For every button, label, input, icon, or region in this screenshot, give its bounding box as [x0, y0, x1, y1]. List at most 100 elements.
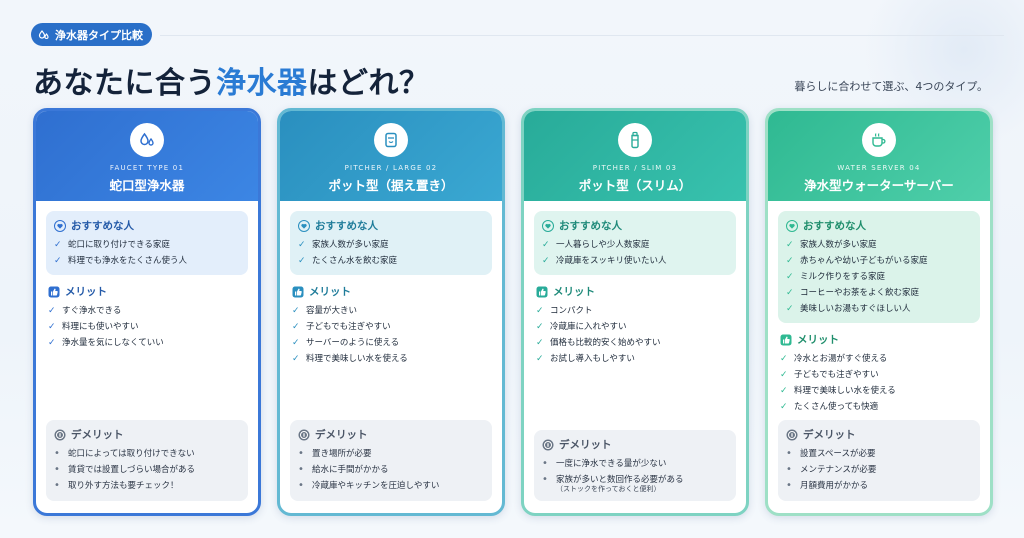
warning-icon: [54, 429, 66, 441]
check-icon: ✓: [292, 322, 300, 332]
item-text: 家族人数が多い家庭: [312, 240, 389, 250]
check-icon: ✓: [54, 240, 62, 250]
item-text: たくさん水を飲む家庭: [312, 256, 398, 266]
item-text: 置き場所が必要: [312, 449, 372, 459]
type-card: WATER SERVER 04 浄水型ウォーターサーバー おすすめな人 ✓家族人…: [765, 108, 993, 516]
recommended-section: おすすめな人 ✓ 蛇口に取り付けできる家庭 ✓ 料理でも浄水をたくさん使う人: [46, 211, 248, 275]
check-icon: ✓: [786, 240, 794, 250]
water-drops-icon: [130, 123, 164, 157]
bullet-icon: •: [298, 448, 304, 459]
list-item: ✓美味しいお湯もすぐほしい人: [786, 301, 972, 317]
section-label: メリット: [553, 286, 595, 298]
item-text: 賃貸では設置しづらい場合がある: [68, 465, 195, 475]
card-header: PITCHER / LARGE 02 ポット型（据え置き）: [280, 111, 502, 201]
bullet-icon: •: [54, 448, 60, 459]
item-text: 子どもでも注ぎやすい: [794, 370, 879, 380]
list-item: ✓ 料理でも浄水をたくさん使う人: [54, 253, 240, 269]
heart-icon: [542, 219, 554, 232]
list-item: ✓ 冷蔵庫をスッキリ使いたい人: [542, 253, 728, 269]
section-title: おすすめな人: [542, 218, 728, 233]
item-text: 蛇口に取り付けできる家庭: [68, 240, 170, 250]
demerit-note: （ストックを作っておくと便利）: [556, 485, 661, 493]
item-text: 一人暮らしや少人数家庭: [556, 240, 650, 250]
merit-section: メリット ✓コンパクト✓冷蔵庫に入れやすい✓価格も比較的安く始めやすい✓お試し導…: [536, 284, 736, 367]
list-item: ✓ 蛇口に取り付けできる家庭: [54, 237, 240, 253]
item-text: 浄水量を気にしなくていい: [62, 338, 164, 348]
list-item: ✓ 一人暮らしや少人数家庭: [542, 237, 728, 253]
list-item: • 取り外す方法も要チェック！: [54, 478, 240, 494]
bullet-icon: •: [542, 458, 548, 469]
check-icon: ✓: [54, 256, 62, 266]
item-text: たくさん使っても快適: [794, 402, 879, 412]
check-icon: ✓: [780, 386, 788, 396]
check-icon: ✓: [48, 338, 56, 348]
title-prefix: あなたに合う: [33, 66, 216, 101]
thumbs-up-icon: [536, 286, 548, 298]
list-item: ✓ 浄水量を気にしなくていい: [48, 335, 248, 351]
item-text: 冷蔵庫をスッキリ使いたい人: [556, 256, 667, 266]
type-card: PITCHER / LARGE 02 ポット型（据え置き） おすすめな人 ✓家族…: [277, 108, 505, 516]
check-icon: ✓: [542, 256, 550, 266]
title-highlight: 浄水器: [216, 66, 308, 101]
type-code: PITCHER / SLIM 03: [592, 164, 678, 172]
list-item: ✓容量が大きい: [292, 303, 492, 319]
check-icon: ✓: [786, 288, 794, 298]
item-text: 料理にも使いやすい: [62, 322, 139, 332]
list-item: ✓冷水とお湯がすぐ使える: [780, 351, 980, 367]
category-badge: 浄水器タイプ比較: [31, 23, 152, 46]
section-label: デメリット: [71, 429, 124, 441]
list-item: ✓コンパクト: [536, 303, 736, 319]
list-item: ✓料理で美味しい水を使える: [780, 383, 980, 399]
list-item: ✓家族人数が多い家庭: [786, 237, 972, 253]
section-label: メリット: [65, 286, 107, 298]
section-title: メリット: [292, 284, 492, 299]
list-item: ✓冷蔵庫に入れやすい: [536, 319, 736, 335]
item-text: メンテナンスが必要: [800, 465, 877, 475]
demerit-section: デメリット •一度に浄水できる量が少ない•家族が多いと数回作る必要がある （スト…: [534, 430, 736, 501]
type-name: ポット型（スリム）: [578, 178, 692, 193]
list-item: ✓家族人数が多い家庭: [298, 237, 484, 253]
heart-icon: [298, 219, 310, 232]
warning-icon: [786, 429, 798, 441]
recommended-section: おすすめな人 ✓ 一人暮らしや少人数家庭 ✓ 冷蔵庫をスッキリ使いたい人: [534, 211, 736, 275]
bottle-icon: [618, 123, 652, 157]
section-title: おすすめな人: [298, 218, 484, 233]
section-title: デメリット: [54, 427, 240, 442]
item-text: 子どもでも注ぎやすい: [306, 322, 391, 332]
list-item: ✓サーバーのように使える: [292, 335, 492, 351]
check-icon: ✓: [536, 354, 544, 364]
type-name: 蛇口型浄水器: [109, 178, 185, 193]
check-icon: ✓: [292, 338, 300, 348]
check-icon: ✓: [542, 240, 550, 250]
list-item: ✓コーヒーやお茶をよく飲む家庭: [786, 285, 972, 301]
title-suffix: はどれ？: [307, 66, 430, 101]
check-icon: ✓: [786, 256, 794, 266]
bullet-icon: •: [54, 464, 60, 475]
section-title: おすすめな人: [786, 218, 972, 233]
type-card: FAUCET TYPE 01 蛇口型浄水器 おすすめな人 ✓蛇口に取り付けできる…: [33, 108, 261, 516]
bullet-icon: •: [54, 480, 60, 491]
list-item: ✓料理にも使いやすい: [48, 319, 248, 335]
heart-icon: [786, 219, 798, 232]
list-item: ✓たくさん水を飲む家庭: [298, 253, 484, 269]
section-title: おすすめな人: [54, 218, 240, 233]
item-text: 月額費用がかかる: [800, 481, 869, 491]
item-text: 取り外す方法も要チェック！: [68, 481, 179, 491]
section-title: デメリット: [542, 437, 728, 452]
section-label: メリット: [797, 334, 839, 346]
list-item: • 賃貸では設置しづらい場合がある: [54, 462, 240, 478]
item-text: 料理でも浄水をたくさん使う人: [68, 256, 188, 266]
item-text: 冷水とお湯がすぐ使える: [794, 354, 888, 364]
list-item: •一度に浄水できる量が少ない: [542, 456, 728, 472]
recommended-section: おすすめな人 ✓家族人数が多い家庭✓赤ちゃんや幼い子どもがいる家庭✓ミルク作りを…: [778, 211, 980, 323]
list-item: •メンテナンスが必要: [786, 462, 972, 478]
demerit-section: デメリット •置き場所が必要•給水に手間がかかる•冷蔵庫やキッチンを圧迫しやすい: [290, 420, 492, 501]
item-text: 美味しいお湯もすぐほしい人: [800, 304, 911, 314]
section-label: おすすめな人: [803, 220, 866, 232]
list-item: ✓すぐ浄水できる: [48, 303, 248, 319]
card-list: FAUCET TYPE 01 蛇口型浄水器 おすすめな人 ✓蛇口に取り付けできる…: [33, 108, 993, 516]
merit-section: メリット ✓すぐ浄水できる✓料理にも使いやすい ✓ 浄水量を気にしなくていい: [48, 284, 248, 351]
item-text: 価格も比較的安く始めやすい: [550, 338, 661, 348]
item-text: 冷蔵庫に入れやすい: [550, 322, 627, 332]
recommended-section: おすすめな人 ✓家族人数が多い家庭✓たくさん水を飲む家庭: [290, 211, 492, 275]
